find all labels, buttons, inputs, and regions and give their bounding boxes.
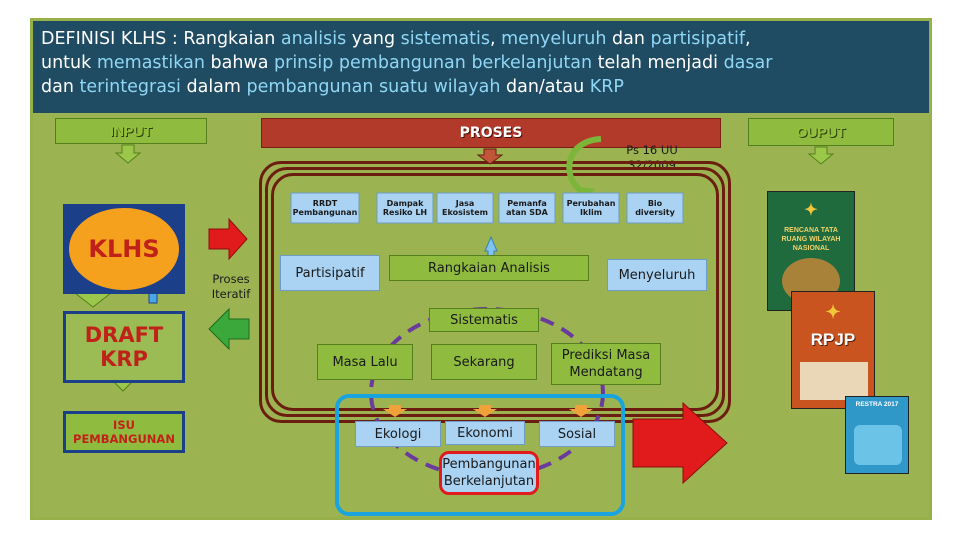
output-box: OUPUT	[748, 118, 894, 146]
ekologi-box: Ekologi	[355, 421, 441, 447]
rpjp-emblem-icon: ✦	[825, 302, 841, 322]
menyeluruh-box: Menyeluruh	[607, 259, 707, 291]
keyword: partisipatif	[650, 29, 745, 49]
topic-rrdt: RRDT Pembangunan	[292, 199, 358, 217]
topic-box	[498, 192, 556, 224]
rpjp-book-cover: ✦ RPJP	[791, 291, 875, 409]
diagram-connectors	[73, 136, 835, 485]
keyword: pembangunan suatu wilayah	[246, 77, 501, 97]
small-down-arrow	[569, 405, 593, 417]
sekarang-box: Sekarang	[431, 344, 537, 380]
output-right-arrow	[632, 401, 728, 485]
map-icon	[854, 425, 902, 465]
rtrwn-title: RENCANA TATA RUANG WILAYAH NASIONAL	[781, 227, 841, 252]
definition-text: ,	[745, 29, 751, 49]
rangkaian-analisis-box: Rangkaian Analisis	[389, 255, 589, 281]
keyword: prinsip pembangunan berkelanjutan	[274, 53, 593, 73]
topic-iklim: Perubahan Iklim	[566, 199, 616, 217]
rpjp-text-block	[800, 362, 868, 400]
keyword: dasar	[723, 53, 773, 73]
renstra-book-cover: RESTRA 2017	[845, 396, 909, 474]
sosial-box: Sosial	[539, 421, 615, 447]
process-frame-middle	[265, 167, 725, 417]
keyword: terintegrasi	[79, 77, 181, 97]
definition-text: dan	[41, 77, 80, 97]
input-label: INPUT	[110, 123, 152, 139]
output-label: OUPUT	[796, 124, 846, 140]
rpjp-title: RPJP	[810, 330, 856, 349]
input-box: INPUT	[55, 118, 207, 144]
input-down-arrow	[114, 144, 142, 164]
keyword: memastikan	[96, 53, 205, 73]
prediksi-box: Prediksi Masa Mendatang	[551, 343, 661, 385]
small-down-arrow	[473, 405, 497, 417]
topic-box	[626, 192, 684, 224]
topic-box	[436, 192, 494, 224]
definition-line-2: untuk memastikan bahwa prinsip pembangun…	[41, 51, 921, 75]
output-down-arrow	[807, 146, 835, 165]
pillars-frame	[335, 394, 625, 516]
definition-text: DEFINISI KLHS : Rangkaian	[41, 29, 281, 49]
definition-text: dalam	[180, 77, 247, 97]
topic-jasa: Jasa Ekosistem	[442, 199, 488, 217]
keyword: analisis	[280, 29, 347, 49]
renstra-title: RESTRA 2017	[855, 401, 899, 408]
draft-krp-box: DRAFT KRP	[63, 311, 185, 383]
slide-body: DEFINISI KLHS : Rangkaian analisis yang …	[33, 21, 929, 517]
klhs-right-arrow	[208, 217, 248, 261]
small-down-arrow	[383, 405, 407, 417]
proses-down-arrow	[476, 148, 504, 165]
topic-box	[376, 192, 434, 224]
klhs-label: KLHS	[88, 235, 160, 263]
definition-text: dan	[606, 29, 651, 49]
keyword: sistematis	[400, 29, 490, 49]
pembangunan-berkelanjutan-box: Pembangunan Berkelanjutan	[439, 451, 539, 495]
garuda-emblem-icon: ✦	[804, 202, 818, 219]
definition-text: bahwa	[204, 53, 275, 73]
ekonomi-box: Ekonomi	[445, 421, 525, 445]
topic-box	[290, 192, 360, 224]
sistematis-box: Sistematis	[429, 308, 539, 332]
definition-header: DEFINISI KLHS : Rangkaian analisis yang …	[33, 21, 929, 113]
keyword: menyeluruh	[501, 29, 607, 49]
slide: DEFINISI KLHS : Rangkaian analisis yang …	[30, 18, 932, 520]
definition-line-3: dan terintegrasi dalam pembangunan suatu…	[41, 75, 921, 99]
definition-text: telah menjadi	[592, 53, 724, 73]
definition-text: dan/atau	[500, 77, 590, 97]
up-arrow	[484, 235, 498, 258]
proses-iteratif-label: Proses Iteratif	[211, 272, 251, 301]
definition-line-1: DEFINISI KLHS : Rangkaian analisis yang …	[41, 27, 921, 51]
curved-arrow	[566, 136, 602, 196]
keyword: KRP	[589, 77, 624, 97]
draft-left-arrow	[208, 307, 250, 351]
topic-dampak: Dampak Resiko LH	[382, 199, 428, 217]
klhs-oval	[69, 208, 179, 290]
topic-biodiversity: Bio diversity	[635, 199, 675, 217]
masa-lalu-box: Masa Lalu	[317, 344, 413, 380]
topic-pemanfaatan: Pemanfa atan SDA	[506, 199, 548, 217]
partisipatif-box: Partisipatif	[280, 255, 380, 291]
proses-label: PROSES	[459, 125, 523, 141]
topic-box	[562, 192, 620, 224]
definition-text: ,	[489, 29, 502, 49]
definition-text: untuk	[41, 53, 97, 73]
definition-text: yang	[346, 29, 401, 49]
proses-bar: PROSES	[261, 118, 721, 148]
isu-pembangunan-box: ISU PEMBANGUNAN	[63, 411, 185, 453]
